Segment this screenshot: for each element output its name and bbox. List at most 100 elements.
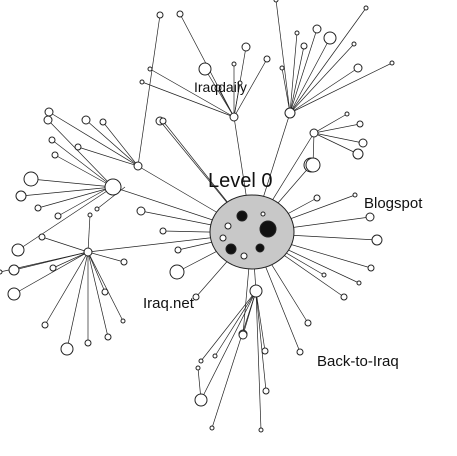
node — [51, 151, 59, 159]
node — [120, 258, 128, 266]
node — [309, 128, 319, 138]
node — [195, 365, 201, 371]
node — [241, 42, 251, 52]
edge — [17, 186, 114, 251]
node — [296, 348, 304, 356]
node — [0, 269, 3, 275]
edge — [313, 132, 359, 155]
node — [8, 264, 20, 276]
node — [294, 30, 300, 36]
node — [236, 210, 248, 222]
node — [212, 353, 218, 359]
node — [255, 243, 265, 253]
back-to-iraq-label: Back-to-Iraq — [317, 353, 399, 370]
node — [133, 161, 143, 171]
edge — [44, 251, 89, 326]
node — [344, 111, 350, 117]
node — [176, 10, 184, 18]
edge — [289, 7, 367, 114]
blogspot-label: Blogspot — [364, 195, 423, 212]
node — [84, 339, 92, 347]
node — [237, 80, 243, 86]
node — [262, 387, 270, 395]
node — [321, 272, 327, 278]
node — [169, 264, 185, 280]
node — [139, 79, 145, 85]
edge — [47, 119, 114, 188]
node — [74, 143, 82, 151]
edge — [87, 251, 106, 293]
node — [351, 41, 357, 47]
edge — [289, 32, 298, 114]
edge — [149, 68, 235, 118]
node — [81, 115, 91, 125]
node — [44, 107, 54, 117]
nodes — [0, 0, 395, 433]
node — [219, 234, 227, 242]
node — [353, 63, 363, 73]
node — [261, 347, 269, 355]
edge — [30, 178, 114, 188]
node — [259, 220, 277, 238]
edge — [289, 67, 359, 114]
node — [11, 243, 25, 257]
edge — [102, 121, 139, 167]
edge — [77, 146, 139, 167]
edge — [20, 186, 114, 197]
node — [260, 211, 266, 217]
edge — [313, 113, 348, 134]
edge — [200, 290, 257, 401]
node — [159, 227, 167, 235]
node — [240, 252, 248, 260]
edge — [57, 186, 111, 217]
node — [194, 393, 208, 407]
edge — [313, 123, 361, 134]
node — [23, 171, 39, 187]
node — [156, 11, 164, 19]
edge — [313, 132, 364, 144]
node — [60, 342, 74, 356]
node — [273, 0, 279, 3]
edge — [54, 154, 114, 188]
node — [352, 192, 358, 198]
iraqdaily-label: Iraqdaily — [194, 79, 247, 95]
edge — [48, 111, 139, 167]
node — [104, 333, 112, 341]
node — [352, 148, 364, 160]
edge — [211, 290, 257, 429]
edge — [51, 139, 114, 188]
node — [279, 65, 285, 71]
node — [209, 425, 215, 431]
node — [159, 117, 167, 125]
edge — [204, 68, 235, 118]
node — [313, 194, 321, 202]
edge — [85, 119, 139, 167]
node — [300, 42, 308, 50]
edge — [289, 37, 331, 114]
node — [340, 293, 348, 301]
edge — [233, 58, 268, 118]
edge — [13, 251, 89, 295]
node — [101, 288, 109, 296]
edge — [255, 290, 266, 352]
node — [363, 5, 369, 11]
node — [94, 206, 100, 212]
node — [120, 318, 126, 324]
node — [38, 233, 46, 241]
node — [284, 107, 296, 119]
node — [389, 60, 395, 66]
node — [83, 247, 93, 257]
edge — [52, 251, 89, 269]
edge — [289, 28, 318, 114]
edge — [289, 45, 305, 114]
node — [229, 112, 239, 122]
edge — [87, 251, 109, 338]
node — [147, 66, 153, 72]
edge — [87, 251, 124, 322]
edge — [141, 81, 235, 118]
node — [225, 243, 237, 255]
core-cluster — [209, 194, 295, 270]
node — [249, 284, 263, 298]
iraq-net-label: Iraq.net — [143, 295, 194, 312]
